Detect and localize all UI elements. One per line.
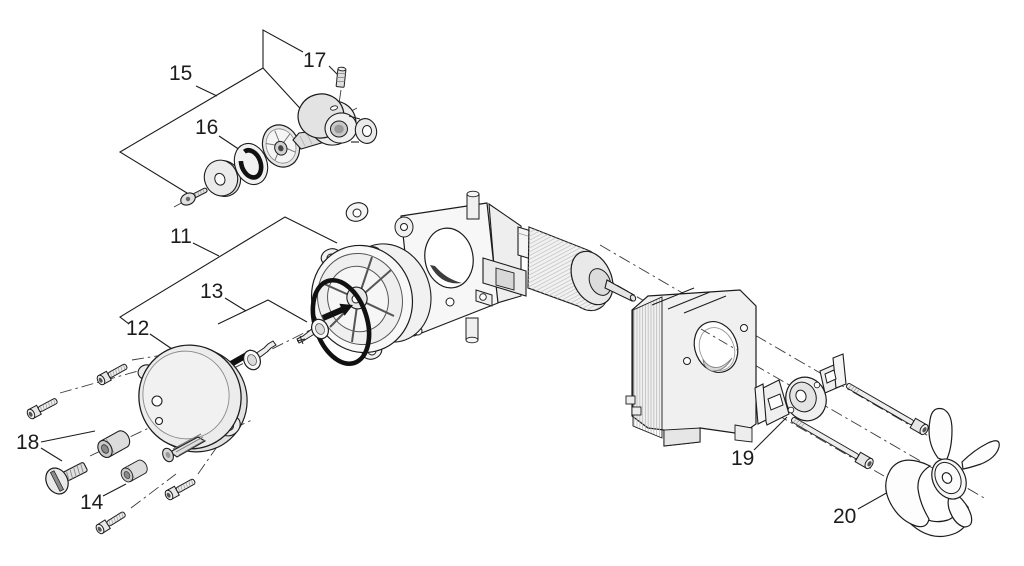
damper-small	[118, 457, 151, 485]
callout-15: 15	[169, 62, 193, 85]
callout-17: 17	[303, 49, 327, 72]
axis-in-bore	[700, 328, 738, 351]
crank-spline	[162, 433, 207, 463]
bracket-13	[217, 299, 308, 325]
cover-screw3-axis	[197, 430, 229, 475]
leader-11	[192, 242, 220, 257]
piston-washer	[203, 159, 242, 197]
callout-18: 18	[16, 431, 40, 454]
housing-opening-shadow	[430, 265, 462, 284]
leader-15	[195, 85, 218, 97]
piston-screw	[180, 187, 208, 206]
cover-screw4-axis	[130, 473, 177, 509]
leader-12	[149, 333, 173, 350]
callout-16: 16	[195, 116, 219, 139]
piston-cup	[261, 124, 301, 168]
leader-18b	[40, 447, 63, 462]
fan	[885, 407, 1000, 538]
cover-screw-2	[95, 360, 130, 387]
upper-bolt-axis	[599, 244, 945, 446]
fan-blade-bottom	[947, 491, 973, 528]
crank-cover	[137, 344, 248, 463]
callout-13: 13	[200, 280, 224, 303]
stator-coil	[702, 357, 733, 372]
fan-blade-front	[885, 459, 932, 528]
leader-19	[753, 416, 788, 451]
stator-laminations	[632, 296, 663, 439]
piston-assembly	[180, 66, 378, 206]
callout-11: 11	[170, 225, 192, 248]
callout-19: 19	[731, 447, 755, 470]
callout-14: 14	[80, 491, 104, 514]
housing-pin-top	[466, 193, 480, 220]
set-screw-axis-line	[334, 89, 342, 132]
eccentric	[297, 93, 378, 146]
piston-seal-ring	[233, 142, 269, 186]
leader-18a	[40, 430, 96, 443]
valve-right	[296, 318, 329, 345]
bearing-bracket	[754, 353, 847, 426]
plug-screw	[45, 462, 88, 495]
valve-left	[243, 340, 277, 371]
set-screw	[335, 66, 347, 88]
fan-blade-top	[928, 407, 953, 462]
leader-13	[224, 297, 247, 312]
callout-20: 20	[833, 505, 857, 528]
damper-large	[94, 427, 134, 461]
stator-bore	[693, 321, 739, 373]
insert-arrow-head	[321, 303, 353, 321]
cover-screw-3	[163, 475, 198, 502]
cover-screw1-axis	[59, 368, 146, 394]
through-bolt-lower	[788, 413, 876, 471]
bracket-11	[119, 216, 338, 325]
leader-14	[102, 483, 127, 497]
housing-pin-bottom	[465, 317, 479, 341]
fan-blade-right	[961, 440, 1000, 470]
motor-stator	[625, 287, 757, 447]
callout-12: 12	[126, 317, 150, 340]
cover-screw-1	[25, 395, 60, 421]
motor-armature	[527, 226, 637, 312]
through-bolt-upper	[843, 379, 931, 437]
